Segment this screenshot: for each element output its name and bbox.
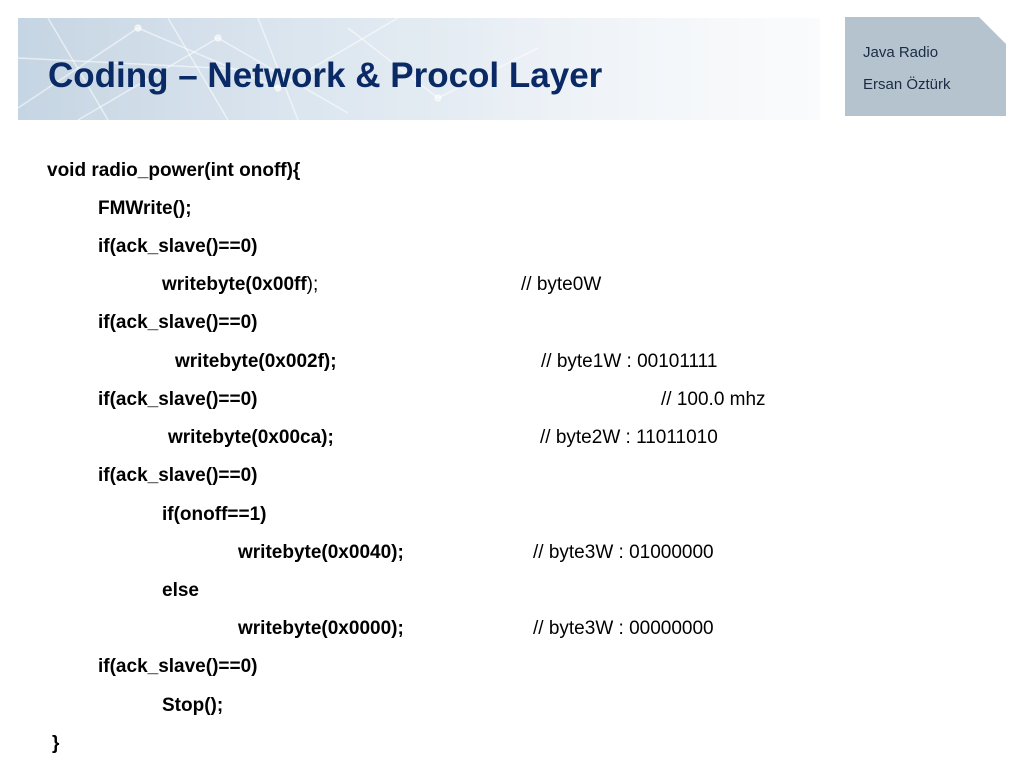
code-comment: // 100.0 mhz [661,389,766,410]
code-line: } [52,733,60,754]
network-background-graphic [18,18,820,120]
code-line: if(onoff==1) [162,504,267,525]
code-comment: // byte2W : 11011010 [540,427,718,448]
code-statement: writebyte(0x00ff [162,274,307,295]
code-line: if(ack_slave()==0) [98,656,258,677]
code-line: FMWrite(); [98,198,192,219]
code-line: Stop(); [162,695,224,716]
code-line: writebyte(0x00ca); [168,427,334,448]
code-line: if(ack_slave()==0) [98,236,258,257]
tag-project-name: Java Radio [863,44,939,61]
code-line: if(ack_slave()==0) [98,312,258,333]
code-comment: // byte3W : 01000000 [533,542,714,563]
code-line: if(ack_slave()==0) [98,389,258,410]
code-line: writebyte(0x002f); [175,351,337,372]
tag-author-name: Ersan Öztürk [863,76,951,93]
code-line: void radio_power(int onoff){ [47,160,301,181]
code-line: else [162,580,199,601]
slide-title: Coding – Network & Procol Layer [48,56,603,95]
code-comment: // byte1W : 00101111 [541,351,718,372]
code-line: writebyte(0x0000); [238,618,404,639]
code-line: writebyte(0x00ff); [162,274,318,296]
code-statement-end: ); [306,274,319,295]
code-line: writebyte(0x0040); [238,542,404,563]
author-tag: Java Radio Ersan Öztürk [845,17,1006,116]
header-banner: Coding – Network & Procol Layer [18,18,820,120]
code-comment: // byte0W [521,274,602,295]
code-line: if(ack_slave()==0) [98,465,258,486]
code-comment: // byte3W : 00000000 [533,618,714,639]
